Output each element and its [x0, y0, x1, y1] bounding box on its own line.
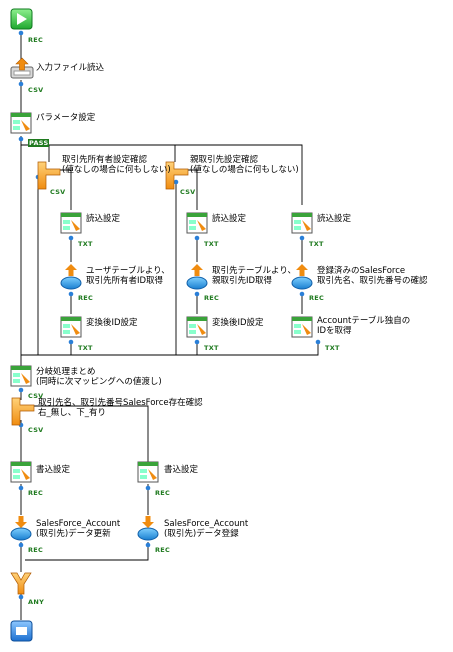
port: [194, 291, 200, 297]
port-label: TXT: [78, 240, 93, 248]
port-label: REC: [155, 546, 171, 554]
node-label-params: パラメータ設定: [36, 113, 96, 123]
port-label: PASS: [28, 139, 50, 147]
mapping-icon[interactable]: [137, 461, 159, 483]
branch-icon[interactable]: [165, 161, 189, 190]
port: [18, 485, 24, 491]
port-label: TXT: [78, 344, 93, 352]
port-label: TXT: [204, 240, 219, 248]
node-label-branch-owner: 取引先所有者設定確認(値なしの場合に何もしない): [62, 155, 171, 175]
connector: [21, 340, 319, 356]
port-label: CSV: [28, 86, 44, 94]
salesforce-writer-icon[interactable]: [10, 516, 32, 541]
salesforce-writer-icon[interactable]: [137, 516, 159, 541]
port: [299, 235, 305, 241]
connector: [30, 405, 149, 462]
node-label-sf-parent: 取引先テーブルより、親取引先ID取得: [212, 266, 296, 286]
port: [18, 136, 24, 142]
port: [145, 485, 151, 491]
salesforce-reader-icon[interactable]: [60, 264, 82, 290]
node-label-merge: 分岐処理まとめ(同時に次マッピングへの値渡し): [36, 367, 162, 387]
node-label-sf-insert: SalesForce_Account(取引先)データ登録: [164, 519, 249, 539]
port-label: REC: [204, 294, 220, 302]
connector: [186, 169, 198, 210]
mapping-icon[interactable]: [186, 316, 208, 338]
port-label: TXT: [204, 344, 219, 352]
node-label-write-1: 書込設定: [36, 465, 71, 475]
port: [68, 339, 74, 345]
node-label-write-2: 書込設定: [164, 465, 199, 475]
mapping-icon[interactable]: [10, 365, 32, 387]
port: [194, 339, 200, 345]
mapping-icon[interactable]: [60, 316, 82, 338]
port: [18, 542, 24, 548]
branch-icon[interactable]: [37, 161, 61, 190]
branch-icon[interactable]: [11, 397, 35, 426]
port: [315, 339, 321, 345]
connector: [60, 169, 72, 210]
port-label: REC: [28, 36, 44, 44]
mapping-icon[interactable]: [291, 212, 313, 234]
mapping-icon[interactable]: [60, 212, 82, 234]
ports: [18, 30, 321, 600]
port: [18, 81, 24, 87]
port: [18, 594, 24, 600]
node-label-branch-exist: 取引先名、取引先番号SalesForce存在確認右_無し、下_有り: [38, 398, 203, 418]
node-label-read-1: 読込設定: [86, 214, 121, 224]
port-label: CSV: [50, 188, 66, 196]
end-icon[interactable]: [10, 620, 33, 642]
mapping-icon[interactable]: [186, 212, 208, 234]
port: [145, 542, 151, 548]
node-label-branch-parent: 親取引先設定確認(値なしの場合に何もしない): [190, 155, 299, 175]
port: [18, 387, 24, 393]
join-icon[interactable]: [10, 572, 32, 595]
node-label-read-2: 読込設定: [212, 214, 247, 224]
node-label-input-file: 入力ファイル読込: [36, 63, 105, 73]
port: [299, 291, 305, 297]
node-label-conv-2: 変換後ID設定: [212, 318, 264, 328]
connector: [21, 340, 72, 356]
port-label: TXT: [309, 240, 324, 248]
mapping-icon[interactable]: [10, 461, 32, 483]
port-label: TXT: [325, 344, 340, 352]
port-label: CSV: [180, 188, 196, 196]
port-label: CSV: [28, 426, 44, 434]
port: [68, 291, 74, 297]
salesforce-reader-icon[interactable]: [291, 264, 313, 290]
port-label: REC: [28, 489, 44, 497]
port: [68, 235, 74, 241]
port-label: REC: [28, 546, 44, 554]
port-label: ANY: [28, 598, 45, 606]
port: [18, 30, 24, 36]
node-label-sf-owner: ユーザテーブルより、取引先所有者ID取得: [86, 266, 170, 286]
start-icon[interactable]: [10, 8, 33, 30]
node-label-conv-1: 変換後ID設定: [86, 318, 138, 328]
port-label: REC: [155, 489, 171, 497]
port-label: REC: [78, 294, 94, 302]
port-label: CSV: [28, 392, 44, 400]
connector: [25, 542, 149, 561]
mapping-icon[interactable]: [291, 316, 313, 338]
node-label-read-3: 読込設定: [317, 214, 352, 224]
file-reader-icon[interactable]: [10, 57, 34, 79]
salesforce-reader-icon[interactable]: [186, 264, 208, 290]
mapping-icon[interactable]: [10, 112, 32, 134]
port-label: REC: [309, 294, 325, 302]
port: [173, 179, 179, 185]
node-label-sf-update: SalesForce_Account(取引先)データ更新: [36, 519, 121, 539]
port: [194, 235, 200, 241]
